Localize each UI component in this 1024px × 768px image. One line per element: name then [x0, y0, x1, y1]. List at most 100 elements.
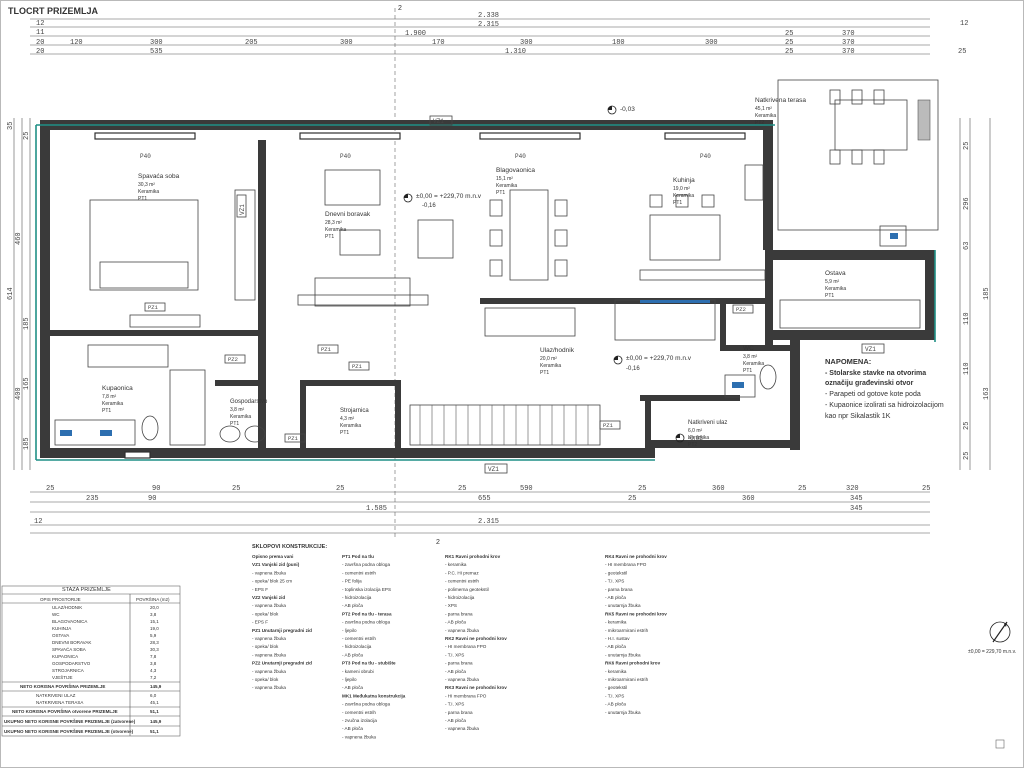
legend-line: - unutarnja žbuka: [605, 652, 641, 657]
legend-line: PZ1 Unutarnji pregradni zid: [252, 628, 312, 633]
area-row-value: 5,9: [150, 633, 157, 638]
dim-r4-5: 300: [520, 39, 533, 47]
legend-line: - vapnena žbuka: [445, 677, 479, 682]
room-code: PT1: [340, 430, 349, 436]
legend-column: PT1 Pod na tlu- završna podna obloga- ce…: [342, 554, 406, 739]
dim-r5-3: 25: [785, 48, 793, 56]
dim-left-6: 35: [7, 122, 15, 130]
legend-line: - parna brana: [445, 611, 473, 616]
dim-r4-4: 170: [432, 39, 445, 47]
room-code: PT2: [688, 442, 697, 448]
room-area: 30,3 m²: [138, 182, 155, 188]
area-row-label: KUHINJA: [52, 626, 71, 631]
legend-line: PT2 Pod na tlu - terasa: [342, 611, 392, 616]
level-porch: -0,03: [688, 435, 703, 442]
legend-line: - vapnena žbuka: [252, 652, 286, 657]
legend-line: MK1 Međukatna konstrukcija: [342, 693, 406, 698]
dim-b2-1: 90: [148, 495, 156, 503]
area-total-value: 145,9: [150, 719, 162, 724]
dim-r4-3: 300: [340, 39, 353, 47]
dim-r4-0: 120: [70, 39, 83, 47]
construction-legend: SKLOPOVI KONSTRUKCIJE: Opisno prema vani…: [252, 544, 667, 739]
staircase: [409, 307, 601, 446]
area-table-title: STAZA PRIZEMLJE: [62, 587, 111, 593]
dim-r4-6: 180: [612, 39, 625, 47]
legend-line: - mikroarmirani estrih: [605, 677, 649, 682]
dining-furniture: [489, 189, 568, 281]
wall-tag: PZ2: [228, 356, 238, 363]
dim-b3-0: 1.585: [366, 505, 387, 513]
dim-left-3: 185: [23, 317, 31, 330]
room-name: Kuhinja: [673, 177, 695, 184]
wall-tag: VZ1: [239, 204, 246, 215]
legend-line: - vapnena žbuka: [252, 603, 286, 608]
dim-right-5: 163: [983, 387, 991, 400]
dim-r4-9: 370: [842, 39, 855, 47]
area-row-label: WC: [52, 612, 60, 617]
room-area: 19,0 m²: [673, 186, 690, 192]
dim-b1-0: 25: [46, 485, 54, 493]
dim-b2-5: 360: [742, 495, 755, 503]
window-tag: P40: [140, 153, 151, 160]
wall-tags: VZ1 VZ1 VZ1 VZ1 PZ1 PZ1 PZ1 PZ2 PZ2 PZ1 …: [140, 115, 885, 474]
level-entry: ±0,00 = +229,70 m.n.v: [626, 355, 692, 362]
window-tag: P40: [515, 153, 526, 160]
dim-r5-4: 25: [958, 48, 966, 56]
wall-tag: PZ1: [148, 304, 159, 311]
area-row-label: SPAVAĆA SOBA: [52, 646, 86, 652]
legend-line: - toplinska izolacija EPS: [342, 587, 391, 592]
legend-line: - XPS: [445, 603, 457, 608]
legend-line: - opeka/ blok: [252, 677, 279, 682]
room-floor: Keramika: [688, 435, 709, 441]
dim-right-8: 25: [963, 452, 971, 460]
dim-b1-5: 25: [638, 485, 646, 493]
legend-line: - geotekstil: [605, 570, 627, 575]
legend-line: - keramika: [605, 620, 627, 625]
legend-line: - vapnena žbuka: [445, 726, 479, 731]
room-area: 28,3 m²: [325, 220, 342, 226]
legend-line: RK2 Ravni ne prohodni krov: [445, 636, 507, 641]
legend-line: - T.I. XPS: [445, 652, 464, 657]
area-row-value: 30,3: [150, 647, 159, 652]
area-total-label: UKUPNO NETO KORISNE POVRŠINE PRIZEMLJE (…: [4, 717, 136, 724]
window-tag: P40: [340, 153, 351, 160]
legend-line: RK6 Ravni prohodni krov: [605, 661, 661, 666]
room-code: PT1: [540, 370, 549, 376]
area-row-label: KUPAONICA: [52, 654, 78, 659]
note-line: - Stolarske stavke na otvorima: [825, 370, 926, 377]
corner-marker: [995, 739, 1005, 749]
dim-b1-9: 25: [922, 485, 930, 493]
legend-line: - hidroizolacija: [445, 595, 475, 600]
kitchen-furniture: [614, 164, 921, 341]
wall-tag: PZ2: [736, 306, 746, 313]
legend-line: - opeka/ blok: [252, 644, 279, 649]
dim-b2-6: 345: [850, 495, 863, 503]
dim-b2-0: 235: [86, 495, 99, 503]
legend-line: - AB ploča: [445, 620, 466, 625]
area-row-value: 3,8: [150, 612, 157, 617]
legend-line: Opisno prema vani: [252, 554, 293, 559]
room-code: PT1: [743, 368, 752, 374]
dim-b2-4: 25: [628, 495, 636, 503]
area-table: STAZA PRIZEMLJE OPIS PROSTORIJE POVRŠINA…: [1, 585, 181, 737]
dim-b1-1: 90: [152, 485, 160, 493]
dim-r3-4: 11: [36, 29, 44, 37]
dim-right-3: 185: [983, 287, 991, 300]
dim-b1-4: 25: [458, 485, 466, 493]
wall-tag: PZ1: [321, 346, 332, 353]
dim-left-1: 614: [7, 287, 15, 300]
room-floor: Keramika: [340, 423, 361, 429]
dim-left-2: 400: [15, 387, 23, 400]
legend-line: - AB ploča: [445, 669, 466, 674]
dim-right-1: 63: [963, 242, 971, 250]
legend-line: - vapnena žbuka: [342, 734, 376, 739]
room-area: 45,1 m²: [755, 106, 772, 112]
legend-line: - keramika: [605, 669, 627, 674]
legend-line: - završna podna obloga: [342, 702, 390, 707]
room-floor: Keramika: [540, 363, 561, 369]
room-area: 3,8 m²: [230, 407, 245, 413]
bedroom-furniture: [87, 189, 256, 446]
interior-walls: [50, 140, 800, 450]
room-area: 3,8 m²: [743, 354, 758, 360]
